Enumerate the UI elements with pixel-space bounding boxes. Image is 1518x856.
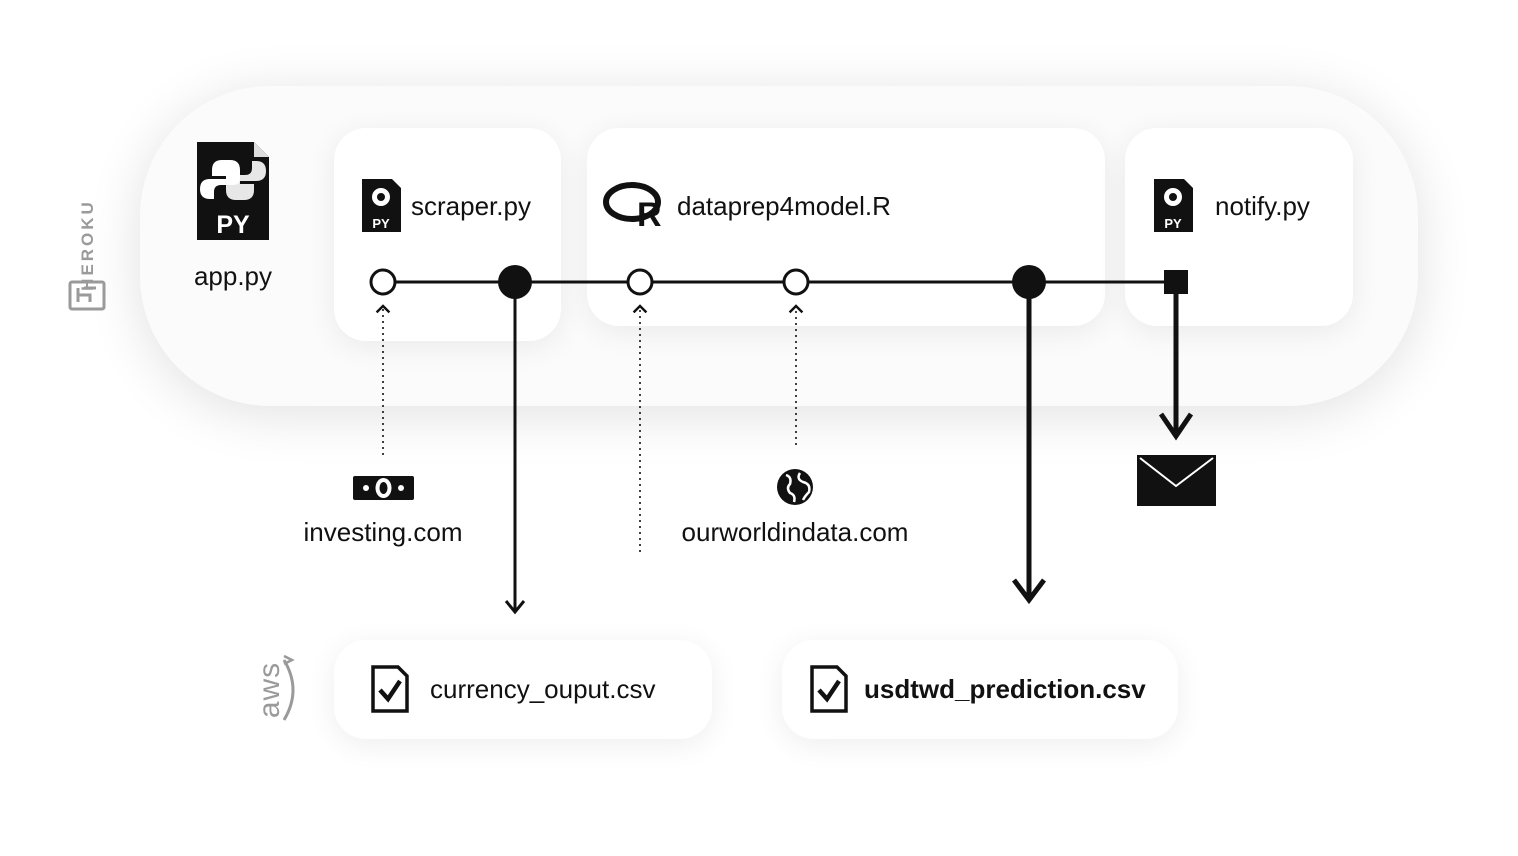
- investing-source-label: investing.com: [303, 517, 463, 547]
- currency-output-arrow: [504, 290, 526, 615]
- scraper-card: [334, 128, 561, 341]
- email-output-arrow: [1158, 290, 1194, 441]
- scraper-output-node: [498, 265, 532, 299]
- app-script-label: app.py: [193, 261, 273, 291]
- app-python-file-icon: PY: [197, 142, 269, 240]
- r-logo-icon: R: [603, 182, 662, 234]
- dataprep-script-label: dataprep4model.R: [677, 191, 891, 221]
- prediction-output-card: [782, 640, 1178, 739]
- notify-python-file-icon: PY: [1154, 179, 1193, 232]
- scraper-python-file-icon: PY: [362, 179, 401, 232]
- prediction-document-check-icon: [810, 665, 848, 713]
- svg-text:R: R: [637, 196, 662, 234]
- ourworldindata-source-label: ourworldindata.com: [681, 517, 909, 547]
- notify-file-badge: PY: [1164, 216, 1182, 231]
- scraper-file-badge: PY: [372, 216, 390, 231]
- scraper-input-node: [369, 268, 397, 296]
- dataprep-output-node: [1012, 265, 1046, 299]
- dataprep-input-node-1: [626, 268, 654, 296]
- currency-document-check-icon: [371, 665, 409, 713]
- dataprep-input-node-2: [782, 268, 810, 296]
- app-file-badge: PY: [216, 211, 250, 239]
- globe-icon: [777, 469, 813, 505]
- money-icon: [353, 476, 414, 500]
- envelope-icon: [1137, 455, 1216, 506]
- currency-output-label: currency_ouput.csv: [430, 674, 656, 704]
- prediction-output-arrow: [1012, 290, 1046, 605]
- notify-script-label: notify.py: [1215, 191, 1310, 221]
- scraper-script-label: scraper.py: [411, 191, 531, 221]
- prediction-output-label: usdtwd_prediction.csv: [864, 674, 1146, 704]
